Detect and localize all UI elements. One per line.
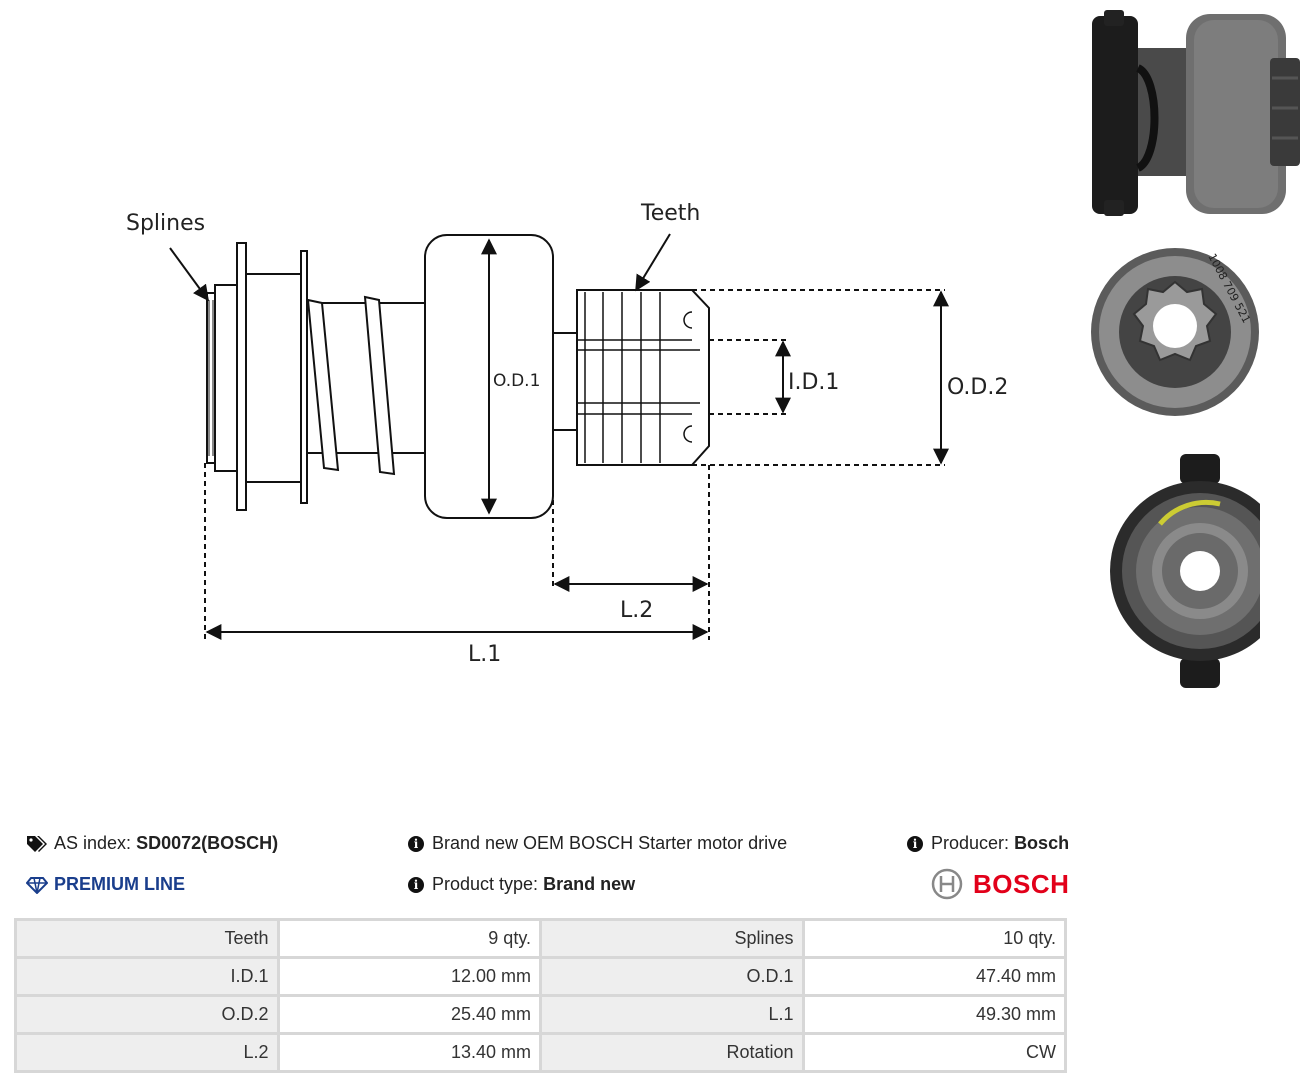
l1-label: L.1 [468,642,501,667]
spring-coil-2 [363,295,396,476]
description-text: Brand new OEM BOSCH Starter motor drive [432,833,788,853]
spec-key: L.2 [14,1032,280,1073]
splines-leader [169,247,209,302]
od1-label: O.D.1 [493,371,540,391]
spec-key: Teeth [14,918,280,959]
teeth-label: Teeth [640,201,700,226]
pinion-neck [552,332,578,431]
spec-value: 10 qty. [801,918,1067,959]
bosch-logo-text: BOSCH [973,868,1070,899]
spring-coil-1 [306,298,340,472]
spec-value: 49.30 mm [801,994,1067,1035]
od2-label: O.D.2 [947,375,1008,400]
spec-value: 13.40 mm [276,1032,542,1073]
spec-key: O.D.2 [14,994,280,1035]
teeth-leader [635,233,671,292]
drive-hub [214,284,241,472]
producer-label: Producer: [931,833,1010,853]
flange-left [236,242,247,511]
extension-lines [204,289,945,640]
info-icon: i [408,876,424,893]
diamond-icon [26,876,48,894]
bosch-logo: BOSCH [931,868,1069,900]
pinion-gear [576,289,710,466]
premium-line-label: PREMIUM LINE [54,874,186,894]
product-type-row: i Product type: Brand new [408,874,635,895]
l2-label: L.2 [620,598,653,623]
table-row: O.D.2 25.40 mm L.1 49.30 mm [14,994,1067,1035]
info-icon: i [408,835,424,852]
spec-value: 12.00 mm [276,956,542,997]
spec-key: Splines [539,918,805,959]
product-photo-side [1092,10,1300,216]
specs-table: Teeth 9 qty. Splines 10 qty. I.D.1 12.00… [14,918,1067,1073]
product-photo-front: 1008 709 521 [1091,248,1259,416]
table-row: Teeth 9 qty. Splines 10 qty. [14,918,1067,959]
tags-icon [27,835,47,852]
spec-key: L.1 [539,994,805,1035]
info-icon: i [907,835,923,852]
as-index-value: SD0072(BOSCH) [136,833,279,853]
description-row: i Brand new OEM BOSCH Starter motor driv… [408,833,787,854]
table-row: L.2 13.40 mm Rotation CW [14,1032,1067,1073]
producer-row: i Producer: Bosch [907,833,1069,854]
pinion-teeth-lines [578,292,700,463]
spec-key: O.D.1 [539,956,805,997]
spec-value: CW [801,1032,1067,1073]
drive-body [245,273,303,483]
product-type-label: Product type: [432,874,539,894]
bosch-logo-icon [931,868,963,900]
table-row: I.D.1 12.00 mm O.D.1 47.40 mm [14,956,1067,997]
spec-key: I.D.1 [14,956,280,997]
id1-label: I.D.1 [788,370,839,395]
product-type-value: Brand new [543,874,636,894]
premium-line-badge: PREMIUM LINE [26,874,185,895]
splines-label: Splines [126,211,205,236]
technical-drawing: Splines Teeth O.D.1 I.D.1 O.D.2 L.2 L.1 [126,201,1008,667]
as-index-label: AS index: [54,833,132,853]
producer-value: Bosch [1014,833,1070,853]
spec-key: Rotation [539,1032,805,1073]
product-photo-back [1110,454,1260,688]
spec-value: 25.40 mm [276,994,542,1035]
spec-value: 47.40 mm [801,956,1067,997]
spec-value: 9 qty. [276,918,542,959]
as-index-row: AS index: SD0072(BOSCH) [26,833,278,854]
